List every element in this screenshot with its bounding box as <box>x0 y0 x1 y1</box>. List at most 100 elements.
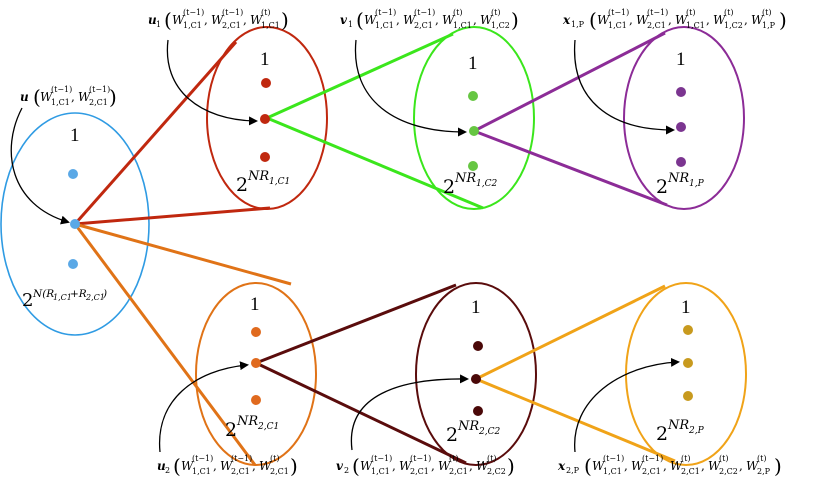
svg-text:W: W <box>597 13 611 27</box>
svg-text:): ) <box>774 454 782 478</box>
svg-text:2,P: 2,P <box>688 426 705 436</box>
svg-text:W: W <box>670 459 684 473</box>
codeword-dot <box>473 341 483 351</box>
svg-text:1,P: 1,P <box>689 179 705 189</box>
cone-line-v2-x2p-bottom <box>475 377 676 463</box>
v2-dots <box>471 341 483 416</box>
cone-line-u1-v1-bottom <box>266 116 484 210</box>
arrow-x2p-label <box>574 357 680 453</box>
arrow-x1p-label <box>573 39 675 135</box>
svg-text:(: ( <box>33 85 41 109</box>
svg-text:2,C1: 2,C1 <box>222 21 241 30</box>
root-dots <box>68 169 80 269</box>
svg-text:2: 2 <box>165 466 170 475</box>
svg-text:2,C1: 2,C1 <box>449 467 468 476</box>
svg-text:W: W <box>675 13 689 27</box>
svg-text:2,C1: 2,C1 <box>647 21 666 30</box>
v1-top-index: 1 <box>468 53 478 74</box>
svg-text:2: 2 <box>656 176 668 198</box>
arrow-v2-label <box>350 374 469 451</box>
svg-text:(t−1): (t−1) <box>410 454 431 463</box>
svg-text:2,C1: 2,C1 <box>257 422 279 432</box>
svg-text:u: u <box>148 13 157 27</box>
svg-text:NR: NR <box>667 418 689 433</box>
svg-text:(t): (t) <box>491 8 500 17</box>
codeword-dot <box>251 327 261 337</box>
svg-text:,: , <box>473 13 477 27</box>
svg-text:): ) <box>281 8 289 32</box>
svg-text:2,C1: 2,C1 <box>642 467 661 476</box>
cone-line-root-u2-top <box>74 222 292 286</box>
svg-text:(: ( <box>356 8 364 32</box>
cone-line-v2-x2p-top <box>475 284 666 381</box>
svg-text:W: W <box>636 13 650 27</box>
svg-text:(: ( <box>589 8 597 32</box>
svg-text:,: , <box>71 90 75 104</box>
v2-size-label: 2 NR 2,C2 <box>446 419 500 446</box>
svg-text:1,C1: 1,C1 <box>53 293 72 302</box>
svg-text:(t−1): (t−1) <box>89 85 110 94</box>
codeword-dot <box>683 325 693 335</box>
svg-text:,: , <box>663 459 667 473</box>
svg-text:2,C1: 2,C1 <box>410 467 429 476</box>
svg-text:1: 1 <box>348 20 353 29</box>
v1-ellipse <box>413 26 535 210</box>
codeword-dot-selected <box>251 358 261 368</box>
u2-size-label: 2 NR 2,C1 <box>225 414 279 441</box>
svg-text:1,C2: 1,C2 <box>476 179 497 189</box>
svg-text:,: , <box>739 459 743 473</box>
svg-text:(t): (t) <box>453 8 462 17</box>
svg-text:(t): (t) <box>762 8 771 17</box>
v1-size-label: 2 NR 1,C2 <box>443 171 497 198</box>
root-top-index: 1 <box>70 125 80 146</box>
x1p-size-label: 2 NR 1,P <box>656 171 705 198</box>
svg-text:): ) <box>102 288 107 300</box>
svg-text:): ) <box>290 454 298 478</box>
codeword-dot <box>260 152 270 162</box>
svg-text:NR: NR <box>454 171 476 186</box>
svg-text:): ) <box>507 454 515 478</box>
codeword-dot-selected <box>469 126 479 136</box>
svg-text:,: , <box>701 459 705 473</box>
svg-text:,: , <box>629 13 633 27</box>
v2-codeword-label: v 2 ( W (t−1) 1,C1 , W (t−1) 2,C1 , W (t… <box>336 454 515 478</box>
svg-text:(t−1): (t−1) <box>192 454 213 463</box>
svg-text:,: , <box>744 13 748 27</box>
codeword-dot-selected <box>471 374 481 384</box>
svg-text:1,C1: 1,C1 <box>686 21 705 30</box>
svg-text:1,C1: 1,C1 <box>183 21 202 30</box>
u1-size-label: 2 NR 1,C1 <box>236 169 290 196</box>
u2-ellipse <box>195 282 317 466</box>
u2-codeword-label: u 2 ( W (t−1) 1,C1 , W (t−1) 2,C1 , W (t… <box>157 454 298 478</box>
svg-text:(t−1): (t−1) <box>231 454 252 463</box>
x1p-ellipse <box>623 26 745 210</box>
svg-text:W: W <box>631 459 645 473</box>
svg-text:2,P: 2,P <box>757 467 771 476</box>
codeword-dot <box>251 395 261 405</box>
cone-line-u2-v2-top <box>255 283 457 365</box>
svg-text:(t): (t) <box>757 454 766 463</box>
svg-text:1,C1: 1,C1 <box>371 467 390 476</box>
svg-text:W: W <box>476 459 490 473</box>
svg-text:2,C2: 2,C2 <box>487 467 506 476</box>
svg-text:1,C1: 1,C1 <box>603 467 622 476</box>
svg-text:x: x <box>562 13 571 27</box>
cone-line-v1-x1p-top <box>473 31 666 133</box>
svg-text:2: 2 <box>656 423 668 445</box>
v1-codeword-label: v 1 ( W (t−1) 1,C1 , W (t−1) 2,C1 , W (t… <box>340 8 519 32</box>
svg-text:,: , <box>396 13 400 27</box>
x1p-top-index: 1 <box>676 49 686 70</box>
svg-text:W: W <box>364 13 378 27</box>
svg-text:NR: NR <box>247 169 269 184</box>
svg-text:v: v <box>336 459 344 473</box>
svg-text:,: , <box>243 13 247 27</box>
svg-text:W: W <box>259 459 273 473</box>
cone-line-root-u1-top <box>73 41 238 225</box>
x1p-dots <box>676 87 686 167</box>
root-codeword-label: u ( W (t−1) 1,C1 , W (t−1) 2,C1 ) <box>20 85 117 109</box>
arrow-u1-label <box>166 39 258 126</box>
svg-text:(: ( <box>164 8 172 32</box>
svg-text:W: W <box>708 459 722 473</box>
